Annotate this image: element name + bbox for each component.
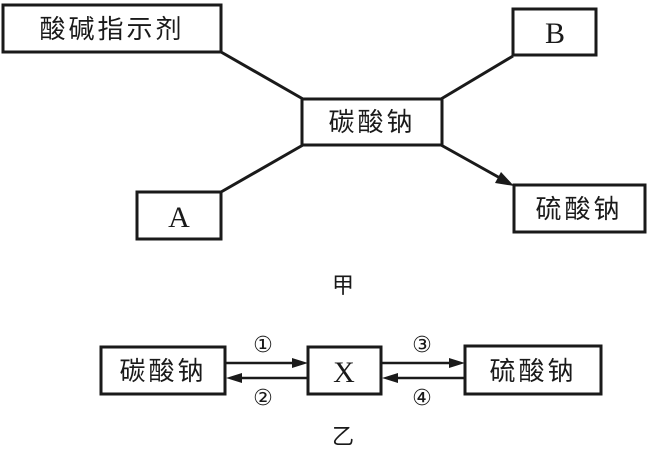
arrowhead-1 — [292, 358, 308, 368]
caption-jia: 甲 — [332, 274, 354, 299]
arrowhead-4 — [382, 373, 398, 383]
node-yi-middle-label: X — [333, 356, 355, 389]
node-indicator-label: 酸碱指示剂 — [39, 15, 184, 45]
arrow-label-3: ③ — [412, 333, 432, 358]
arrowhead-3 — [449, 358, 465, 368]
arrow-label-2: ② — [253, 386, 273, 411]
edge-b-to-center — [440, 54, 514, 101]
caption-yi: 乙 — [332, 425, 354, 450]
node-a-label: A — [168, 201, 190, 234]
diagram-jia: 酸碱指示剂 B 碳酸钠 A 硫酸钠 甲 — [1, 3, 647, 299]
arrow-label-4: ④ — [412, 386, 432, 411]
node-sodium-carbonate-center: 碳酸钠 — [300, 97, 444, 147]
arrowhead-to-sulfate — [495, 172, 514, 186]
node-yi-x: X — [306, 345, 383, 396]
edge-indicator-to-center — [220, 50, 304, 101]
node-center-label: 碳酸钠 — [328, 108, 415, 138]
node-a: A — [135, 190, 223, 241]
arrowhead-2 — [226, 373, 242, 383]
node-yi-right-label: 硫酸钠 — [489, 357, 576, 387]
edge-a-to-center — [220, 143, 304, 194]
node-yi-sodium-sulfate: 硫酸钠 — [463, 344, 603, 396]
node-sulfate-label: 硫酸钠 — [535, 195, 622, 225]
diagram-yi: ① ② ③ ④ 碳酸钠 X 硫酸钠 乙 — [99, 333, 603, 450]
node-acid-base-indicator: 酸碱指示剂 — [1, 3, 223, 54]
arrow-label-1: ① — [253, 333, 273, 358]
edge-center-to-sulfate — [440, 143, 501, 180]
node-b-label: B — [545, 17, 565, 50]
node-sodium-sulfate: 硫酸钠 — [512, 183, 647, 234]
node-b: B — [511, 7, 598, 57]
node-yi-left-label: 碳酸钠 — [119, 357, 206, 387]
node-yi-sodium-carbonate: 碳酸钠 — [99, 345, 227, 396]
